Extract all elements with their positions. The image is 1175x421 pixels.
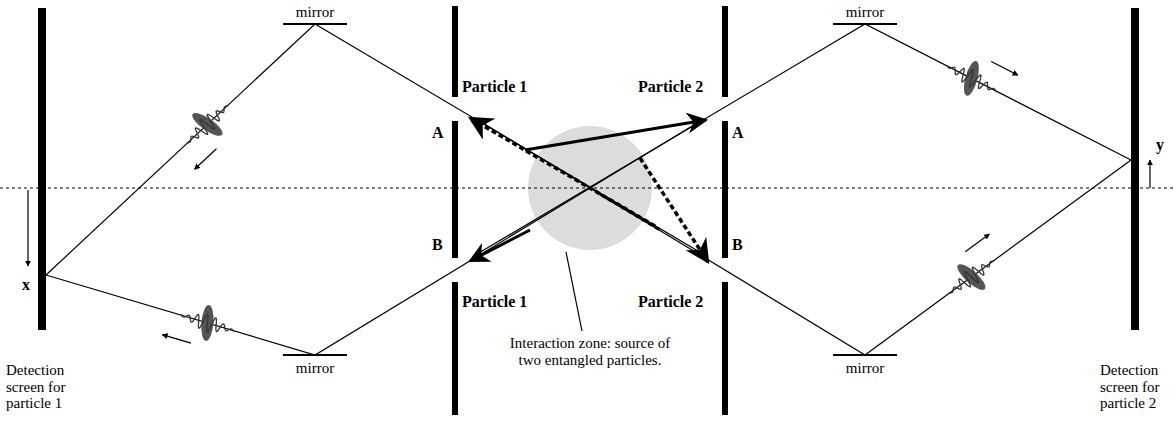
- particle-label: Particle 1: [462, 293, 527, 311]
- axis-label: x: [22, 276, 30, 294]
- mirror-label: mirror: [846, 360, 884, 377]
- slit-label: B: [732, 236, 743, 254]
- double-slit-barrier: [452, 282, 458, 415]
- wave-packet: [162, 294, 239, 354]
- wave-packet: [165, 92, 244, 170]
- x-axis-arrow: [27, 190, 28, 266]
- double-slit-barrier: [452, 121, 458, 258]
- detection-screen: [38, 8, 46, 330]
- particle-path: [46, 121, 700, 355]
- slit-label: B: [432, 236, 443, 254]
- double-slit-barrier: [722, 121, 728, 258]
- leader-line: [566, 252, 582, 331]
- mirror-label: mirror: [296, 4, 334, 21]
- slit-label: A: [432, 124, 444, 142]
- emission-arrow: [600, 194, 660, 230]
- axis-label: y: [1156, 136, 1164, 154]
- double-slit-barrier: [452, 6, 458, 97]
- particle-path: [46, 24, 700, 275]
- wave-packet: [938, 44, 1018, 113]
- particle-path: [480, 24, 1131, 252]
- wave-packet: [935, 234, 1015, 309]
- particle-path: [480, 121, 1131, 355]
- emission-arrow: [640, 158, 708, 262]
- screen-caption: Detection screen for particle 2: [1100, 362, 1172, 412]
- mirror-label: mirror: [296, 360, 334, 377]
- particle-label: Particle 2: [638, 78, 703, 96]
- particle-label: Particle 1: [462, 78, 527, 96]
- slit-label: A: [732, 124, 744, 142]
- particle-label: Particle 2: [638, 293, 703, 311]
- detection-screen: [1131, 8, 1139, 330]
- double-slit-barrier: [722, 282, 728, 415]
- y-axis-arrow: [1149, 160, 1150, 188]
- source-caption: Interaction zone: source of two entangle…: [505, 335, 675, 368]
- mirror-label: mirror: [846, 4, 884, 21]
- double-slit-barrier: [722, 6, 728, 97]
- screen-caption: Detection screen for particle 1: [6, 362, 86, 412]
- emission-arrow: [525, 120, 706, 150]
- emission-arrow: [470, 230, 530, 261]
